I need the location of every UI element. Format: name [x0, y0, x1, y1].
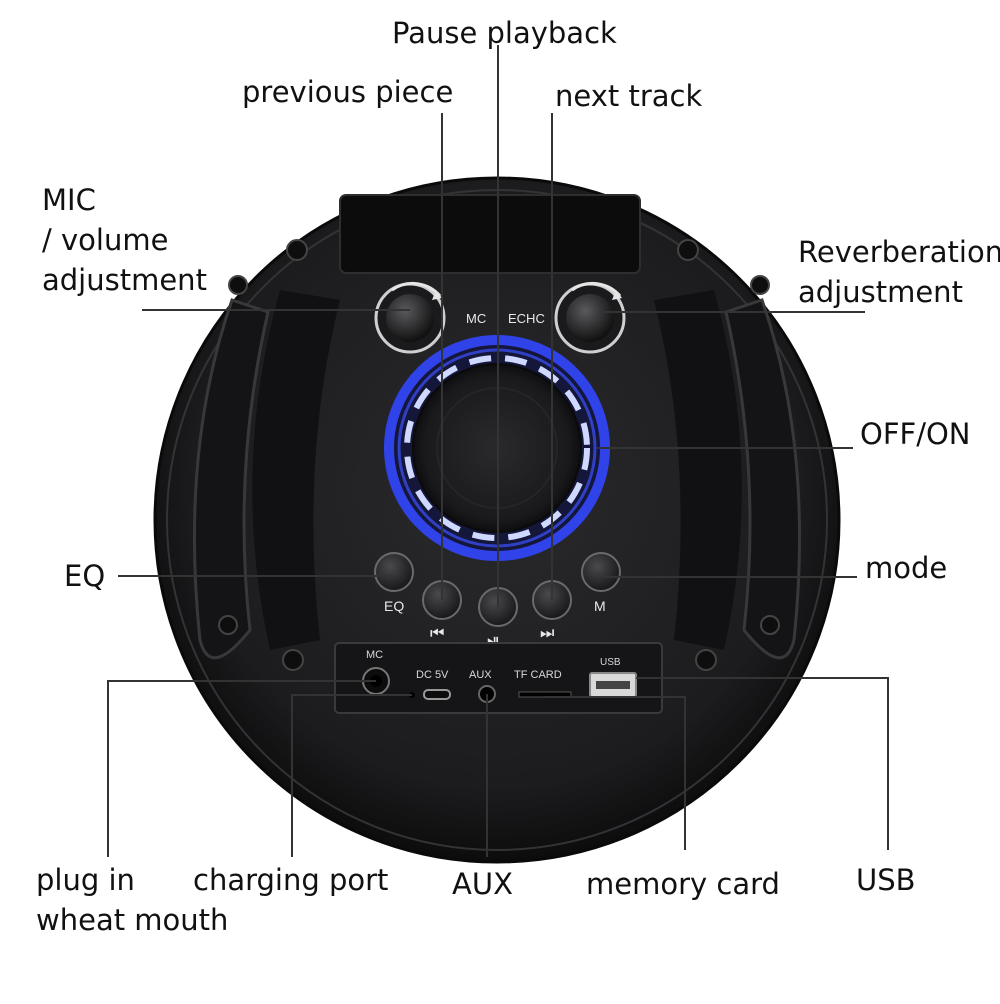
reverb-knob[interactable]: [554, 282, 626, 354]
top-handle-slot: [339, 194, 641, 274]
left-recess: [252, 290, 340, 650]
port-label-mic: MC: [366, 649, 383, 661]
previous-icon: ⏮: [430, 623, 444, 642]
screw: [677, 239, 699, 261]
knob-label-mc: MC: [466, 311, 486, 326]
right-recess: [654, 290, 742, 650]
screw: [750, 275, 770, 295]
callout-off-on: OFF/ON: [860, 417, 971, 451]
port-label-usb: USB: [600, 657, 621, 668]
screw: [282, 649, 304, 671]
callout-plug-line1: plug in: [36, 863, 135, 897]
callout-memory-card: memory card: [586, 867, 780, 901]
callout-eq: EQ: [64, 559, 106, 593]
dc-charging-port[interactable]: [409, 689, 451, 700]
port-label-dc: DC 5V: [416, 669, 449, 681]
right-side-handle: [724, 298, 802, 660]
mode-button-label: M: [594, 598, 606, 614]
eq-button[interactable]: [374, 552, 414, 592]
callout-mic-line3: adjustment: [42, 263, 207, 297]
callout-mic-line1: MIC: [42, 183, 96, 217]
callout-pause-playback: Pause playback: [392, 16, 617, 50]
screw: [760, 615, 780, 635]
port-label-tf: TF CARD: [514, 669, 562, 681]
mic-volume-knob[interactable]: [374, 282, 446, 354]
screw: [695, 649, 717, 671]
callout-next-track: next track: [555, 79, 703, 113]
callout-mic-line2: / volume: [42, 223, 169, 257]
screw: [286, 239, 308, 261]
port-label-aux: AUX: [469, 669, 492, 681]
callout-usb: USB: [856, 863, 916, 897]
eq-button-label: EQ: [384, 598, 404, 614]
mode-button[interactable]: [581, 552, 621, 592]
knob-label-echc: ECHC: [508, 311, 545, 326]
callout-plug-line2: wheat mouth: [36, 903, 229, 937]
usb-port[interactable]: [589, 672, 637, 698]
next-icon: ⏭: [540, 623, 554, 642]
callout-mode: mode: [865, 551, 948, 585]
leader-lines: [107, 45, 889, 857]
left-side-handle: [192, 298, 270, 660]
callout-previous-piece: previous piece: [242, 75, 454, 109]
screw: [228, 275, 248, 295]
callout-reverb-line2: adjustment: [798, 275, 963, 309]
callout-charging-port: charging port: [193, 863, 389, 897]
screw: [218, 615, 238, 635]
callout-reverb-line1: Reverberation: [798, 235, 1000, 269]
callout-aux: AUX: [452, 867, 513, 901]
